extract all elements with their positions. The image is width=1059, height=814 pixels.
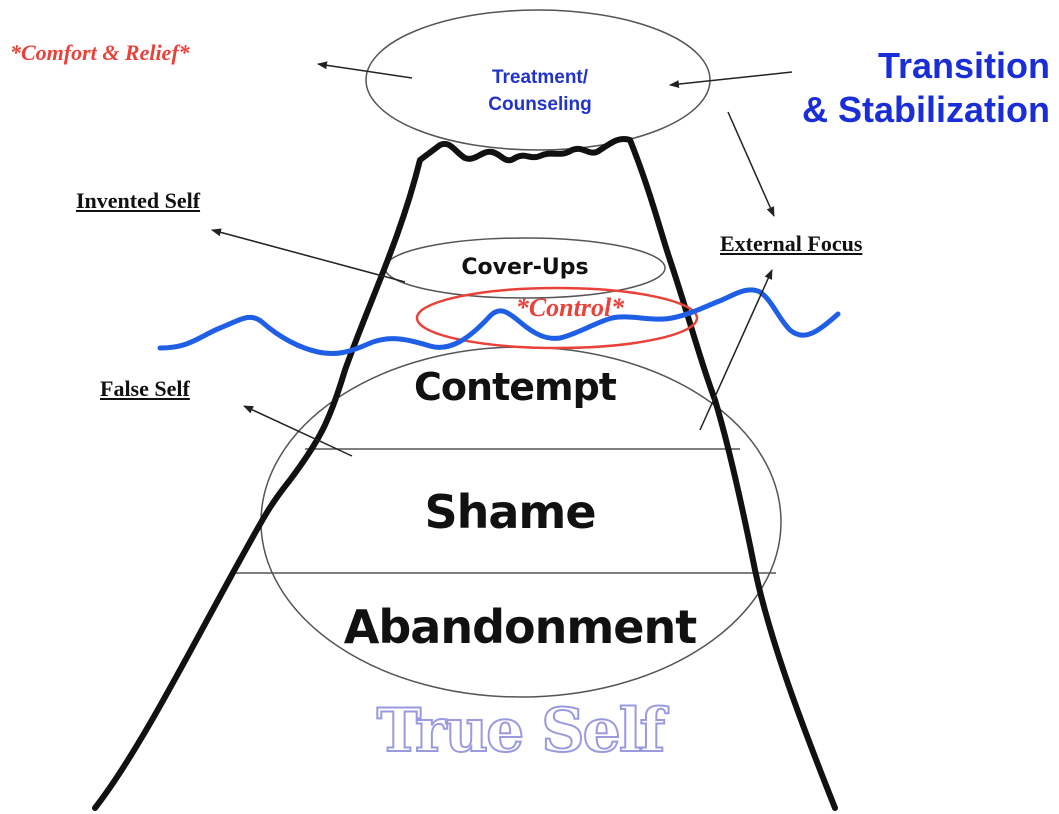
treatment-line-2: Counseling — [440, 91, 640, 118]
arrow-to-invented-self — [212, 230, 405, 282]
contempt-label: Contempt — [400, 365, 630, 409]
transition-line-2: & Stabilization — [760, 88, 1050, 132]
cover-ups-label: Cover-Ups — [440, 255, 610, 280]
true-self-label: True Self — [370, 696, 670, 766]
false-self-label: False Self — [100, 376, 190, 402]
control-label: *Control* — [480, 293, 660, 323]
shame-label: Shame — [390, 485, 630, 539]
abandonment-label: Abandonment — [340, 600, 700, 654]
invented-self-label: Invented Self — [76, 188, 200, 214]
transition-stabilization-label: Transition & Stabilization — [760, 44, 1050, 132]
arrow-to-false-self — [244, 406, 352, 456]
comfort-relief-label: *Comfort & Relief* — [10, 40, 190, 66]
treatment-counseling-label: Treatment/ Counseling — [440, 64, 640, 118]
arrow-to-comfort — [318, 64, 412, 78]
treatment-line-1: Treatment/ — [440, 64, 640, 91]
external-focus-label: External Focus — [720, 231, 862, 257]
transition-line-1: Transition — [760, 44, 1050, 88]
